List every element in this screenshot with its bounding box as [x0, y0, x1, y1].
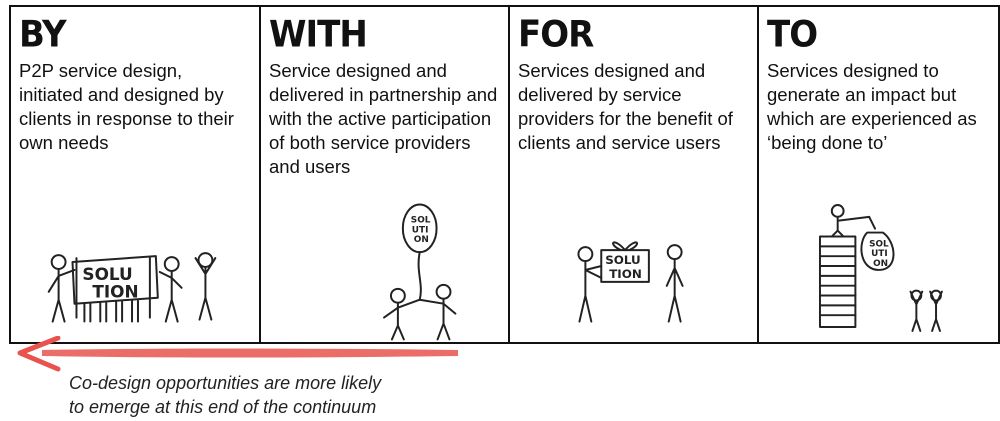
panel-description: Services designed and delivered by servi…	[518, 60, 733, 153]
panel-for: FOR Services designed and delivered by s…	[508, 5, 757, 344]
caption-line-2: to emerge at this end of the continuum	[69, 397, 377, 417]
person-giving-gift-illustration: SOLU TION	[510, 192, 757, 342]
banner-text-line-2: TION	[92, 282, 138, 302]
people-holding-balloon-illustration: SOL UTI ON	[261, 192, 508, 342]
panel-to: TO Services designed to generate an impa…	[757, 5, 1000, 344]
arrow-caption: Co-design opportunities are more likely …	[69, 371, 381, 419]
continuum-panels: BY P2P service design, initiated and des…	[9, 5, 1000, 344]
panel-description: Service designed and delivered in partne…	[269, 60, 498, 177]
panel-heading: FOR	[518, 13, 594, 57]
panel-description: Services designed to generate an impact …	[767, 60, 977, 153]
panel-heading: TO	[767, 13, 818, 57]
bag-text-line-3: ON	[873, 259, 888, 269]
panel-by: BY P2P service design, initiated and des…	[9, 5, 259, 344]
panel-heading: BY	[19, 13, 67, 57]
panel-description: P2P service design, initiated and design…	[19, 60, 234, 153]
person-on-tower-lowering-bag-illustration: SOL UTI ON	[759, 192, 998, 342]
caption-line-1: Co-design opportunities are more likely	[69, 373, 382, 393]
continuum-arrow	[17, 336, 458, 372]
balloon-text-line-2: UTI	[412, 225, 429, 235]
banner-text-line-1: SOLU	[82, 264, 132, 284]
bag-text-line-2: UTI	[871, 249, 888, 259]
gift-text-line-1: SOLU	[605, 253, 640, 267]
panel-heading: WITH	[269, 13, 368, 57]
bag-text-line-1: SOL	[869, 239, 889, 249]
panel-with: WITH Service designed and delivered in p…	[259, 5, 508, 344]
people-with-solution-banner-illustration: SOLU TION	[11, 192, 259, 342]
balloon-text-line-3: ON	[414, 235, 429, 245]
gift-text-line-2: TION	[609, 267, 642, 281]
balloon-text-line-1: SOL	[411, 215, 431, 225]
